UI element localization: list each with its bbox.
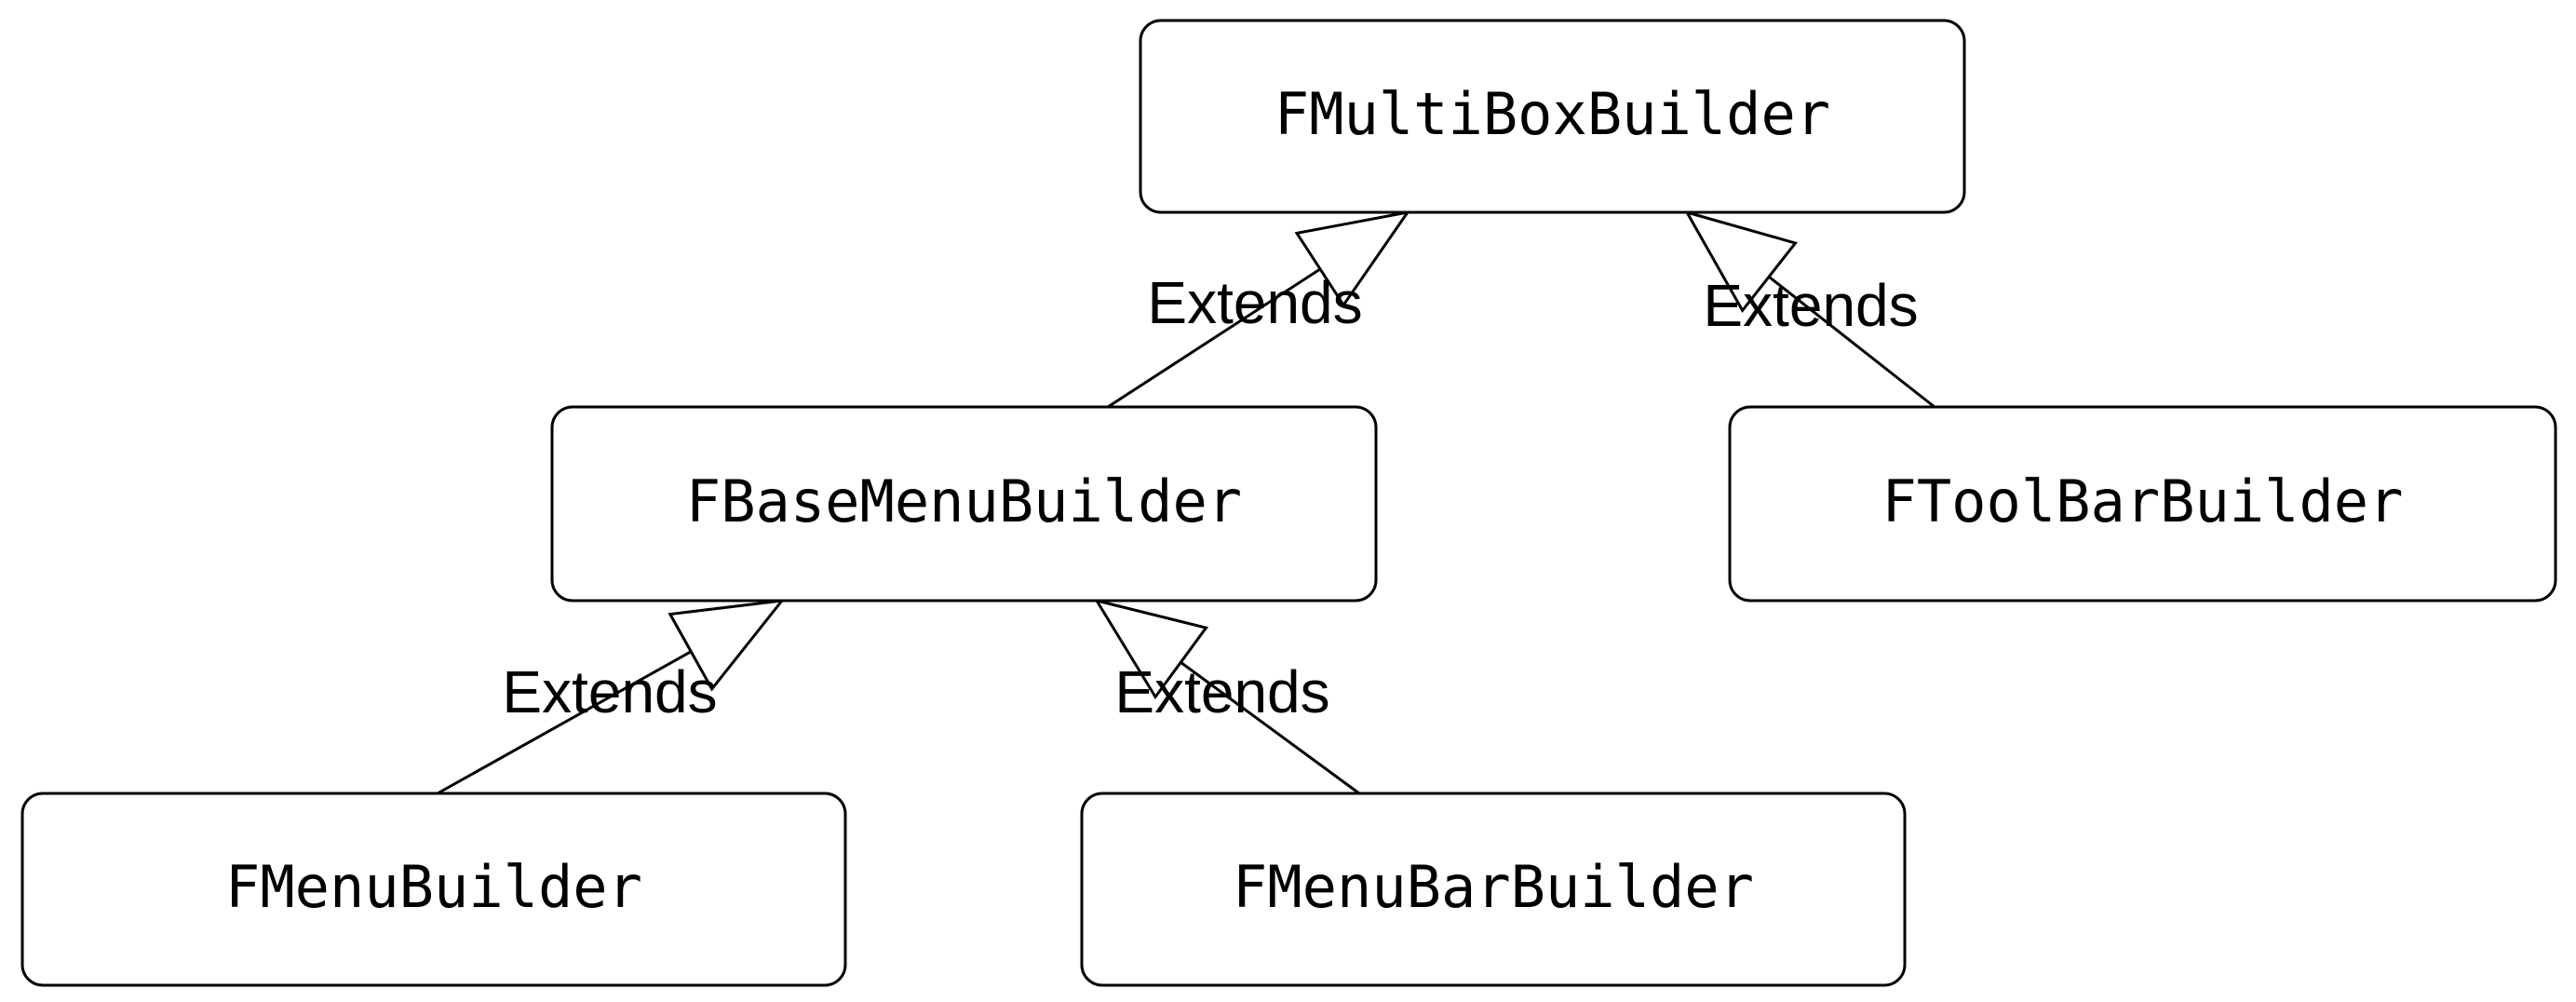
generalization-arrowhead-icon <box>1093 598 1209 700</box>
edge-label: Extends <box>1703 272 1918 339</box>
generalization-edge[interactable] <box>437 599 786 795</box>
edge-line <box>437 650 692 795</box>
class-node-label: FMultiBoxBuilder <box>1275 80 1830 148</box>
generalization-edge[interactable] <box>1093 598 1360 795</box>
edge-label: Extends <box>1114 658 1329 725</box>
generalization-edge[interactable] <box>1107 210 1411 409</box>
class-node-fmultiboxbuilder[interactable]: FMultiBoxBuilder <box>1139 19 1966 214</box>
class-node-fbasemenubuilder[interactable]: FBaseMenuBuilder <box>550 405 1378 603</box>
class-node-label: FMenuBarBuilder <box>1233 853 1754 921</box>
generalization-arrowhead-icon <box>1294 210 1411 308</box>
edge-label: Extends <box>502 658 717 725</box>
edges-layer <box>437 210 1935 795</box>
class-node-box[interactable] <box>1728 405 2557 603</box>
generalization-edge[interactable] <box>1683 210 1935 409</box>
class-node-box[interactable] <box>1139 19 1966 214</box>
generalization-arrowhead-icon <box>668 599 786 692</box>
class-node-ftoolbarbuilder[interactable]: FToolBarBuilder <box>1728 405 2557 603</box>
class-node-label: FBaseMenuBuilder <box>686 467 1242 535</box>
generalization-arrowhead-icon <box>1683 210 1799 314</box>
class-node-fmenubuilder[interactable]: FMenuBuilder <box>20 792 847 987</box>
class-node-box[interactable] <box>20 792 847 987</box>
edge-label: Extends <box>1147 269 1362 336</box>
class-node-label: FMenuBuilder <box>225 853 642 921</box>
edge-line <box>1107 267 1321 409</box>
class-node-box[interactable] <box>550 405 1378 603</box>
class-node-fmenubarbuilder[interactable]: FMenuBarBuilder <box>1080 792 1907 987</box>
edge-line <box>1768 276 1935 409</box>
class-node-label: FToolBarBuilder <box>1882 467 2404 535</box>
class-node-box[interactable] <box>1080 792 1907 987</box>
edge-line <box>1180 661 1360 795</box>
